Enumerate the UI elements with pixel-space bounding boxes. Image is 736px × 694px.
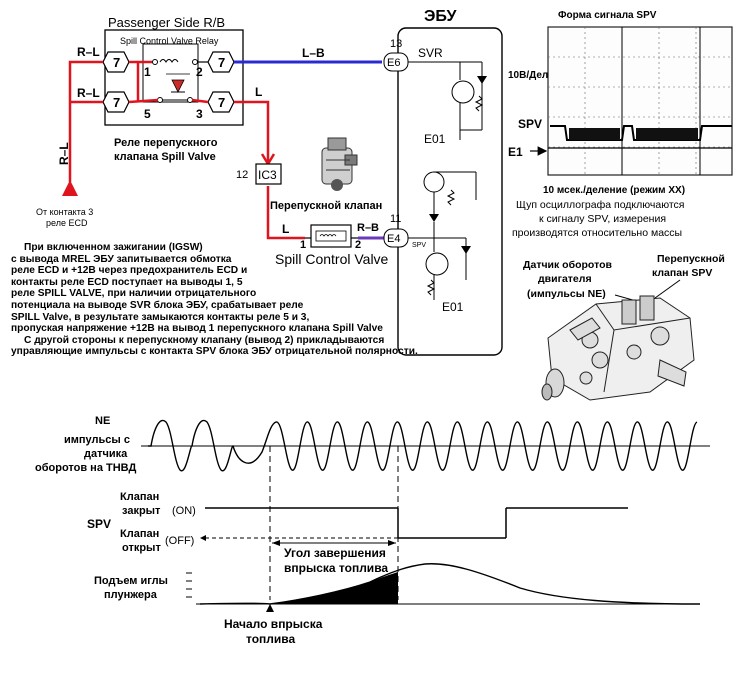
svg-text:13: 13 [390, 38, 402, 50]
conn-e6: E6 [387, 57, 400, 69]
svg-text:Датчик оборотов: Датчик оборотов [523, 259, 612, 271]
desc-line5: реле SPILL VALVE, при наличии отрицатель… [11, 288, 257, 300]
desc-line3: реле ECD и +12В через предохранитель ECD… [11, 265, 248, 277]
svg-text:клапан SPV: клапан SPV [652, 267, 712, 279]
svg-text:L: L [282, 222, 289, 236]
relay-caption-line1: Реле перепускного [114, 137, 218, 149]
wire-label-rl-bottom: R–L [77, 86, 100, 100]
pump-illustration: Датчик оборотов двигателя (импульсы NE) … [523, 253, 725, 401]
purple-wire-rb: R–B [357, 222, 384, 240]
svg-text:Начало впрыска: Начало впрыска [224, 617, 323, 631]
svg-text:Подъем иглы: Подъем иглы [94, 575, 168, 587]
svg-text:7: 7 [113, 55, 120, 70]
svg-text:NE: NE [95, 415, 110, 427]
source-line2: реле ECD [46, 218, 88, 228]
svg-text:оборотов на ТНВД: оборотов на ТНВД [35, 462, 136, 474]
valve-name: Spill Control Valve [275, 251, 389, 267]
svg-text:SVR: SVR [418, 46, 443, 60]
red-wire-right: L L [234, 85, 305, 240]
svg-text:7: 7 [218, 95, 225, 110]
svg-text:IC3: IC3 [258, 168, 277, 182]
svg-text:SPV: SPV [87, 517, 111, 531]
ecu-box: ЭБУ 13 E6 SVR E01 11 E4 SPV E01 [383, 8, 503, 356]
svg-text:Клапан: Клапан [120, 491, 159, 503]
svg-text:7: 7 [113, 95, 120, 110]
svg-text:E01: E01 [424, 132, 446, 146]
svg-text:7: 7 [218, 55, 225, 70]
desc-line1: При включенном зажигании (IGSW) [24, 242, 203, 253]
svg-text:Щуп осциллографа подключаются: Щуп осциллографа подключаются [516, 199, 685, 211]
svg-text:закрыт: закрыт [122, 505, 161, 517]
svg-text:R–B: R–B [357, 222, 379, 234]
desc-line6: потенциала на выводе SVR блока ЭБУ, сраб… [11, 299, 304, 311]
spill-control-valve: 1 2 Spill Control Valve [275, 224, 389, 267]
svg-text:SPV: SPV [412, 242, 426, 249]
svg-text:плунжера: плунжера [104, 589, 158, 601]
oscilloscope: Форма сигнала SPV 10В/Дел SPV E1 10 мсек… [508, 10, 733, 239]
svg-text:(ON): (ON) [172, 505, 196, 517]
terminal-7-top-right: 7 [207, 51, 235, 73]
desc-line4: контакты реле ECD поступает на выводы 1,… [11, 276, 243, 288]
wire-label-rl-top: R–L [77, 45, 100, 59]
scope-title: Форма сигнала SPV [558, 10, 657, 21]
svg-text:Угол завершения: Угол завершения [284, 546, 386, 560]
desc-line10: управляющие импульсы с контакта SPV блок… [11, 346, 418, 358]
timing-diagram: NE импульсы с датчика оборотов на ТНВД S… [35, 415, 710, 646]
relay-pin-5: 5 [144, 107, 151, 121]
svg-text:открыт: открыт [122, 542, 161, 554]
svg-text:импульсы с: импульсы с [64, 434, 130, 446]
svg-text:SPV: SPV [518, 117, 542, 131]
desc-line8: пропуская напряжение +12В на вывод 1 пер… [11, 323, 383, 335]
svg-text:12: 12 [236, 169, 248, 181]
conn-e4: E4 [387, 233, 400, 245]
relay-name: Spill Control Valve Relay [120, 36, 219, 46]
svg-text:двигателя: двигателя [538, 273, 592, 285]
svg-text:L–B: L–B [302, 46, 325, 60]
svg-text:10 мсек./деление (режим XX): 10 мсек./деление (режим XX) [543, 185, 685, 196]
valve-caption: Перепускной клапан [270, 200, 382, 212]
svg-text:Клапан: Клапан [120, 528, 159, 540]
ne-signal [148, 419, 698, 472]
desc-line9: С другой стороны к перепускному клапану … [24, 334, 385, 346]
connector-ic3: IC3 12 [236, 163, 282, 185]
relay-caption-line2: клапана Spill Valve [114, 151, 216, 163]
svg-text:E1: E1 [508, 145, 523, 159]
svg-text:2: 2 [355, 239, 361, 251]
svg-text:(импульсы NE): (импульсы NE) [527, 288, 606, 300]
svg-text:10В/Дел: 10В/Дел [508, 70, 548, 81]
ecu-title: ЭБУ [424, 8, 457, 25]
relay-pin-1: 1 [144, 65, 151, 79]
wire-label-rl-vertical: R–L [57, 142, 71, 165]
red-wiring-left: R–L R–L R–L От контакта 3 реле ECD [36, 45, 103, 228]
relay-block-title: Passenger Side R/B [108, 15, 225, 30]
source-line1: От контакта 3 [36, 207, 93, 217]
description-paragraph: При включенном зажигании (IGSW) с вывода… [11, 242, 431, 358]
svg-text:1: 1 [300, 239, 306, 251]
relay-block: Passenger Side R/B Spill Control Valve R… [102, 15, 244, 126]
terminal-7-bottom-left: 7 [102, 91, 130, 113]
svg-text:E01: E01 [442, 300, 464, 314]
terminal-7-bottom-right: 7 [207, 91, 235, 113]
valve-photo [321, 137, 358, 191]
svg-text:датчика: датчика [84, 448, 128, 460]
terminal-7-top-left: 7 [102, 51, 130, 73]
relay-pin-2: 2 [196, 65, 203, 79]
relay-pin-3: 3 [196, 107, 203, 121]
svg-text:к сигналу SPV, измерения: к сигналу SPV, измерения [539, 213, 666, 225]
desc-line2: с вывода MREL ЭБУ запитывается обмотка [11, 253, 232, 265]
svg-text:Перепускной: Перепускной [657, 253, 725, 265]
svg-text:топлива: топлива [246, 632, 296, 646]
svg-text:производятся относительно масс: производятся относительно массы [512, 227, 682, 239]
svg-text:(OFF): (OFF) [165, 535, 194, 547]
desc-line7: SPILL Valve, в результате замыкаются кон… [11, 311, 310, 323]
svg-text:впрыска топлива: впрыска топлива [284, 561, 388, 575]
svg-text:11: 11 [390, 213, 401, 225]
blue-wire-lb: L–B [234, 46, 382, 64]
svg-text:L: L [255, 85, 262, 99]
